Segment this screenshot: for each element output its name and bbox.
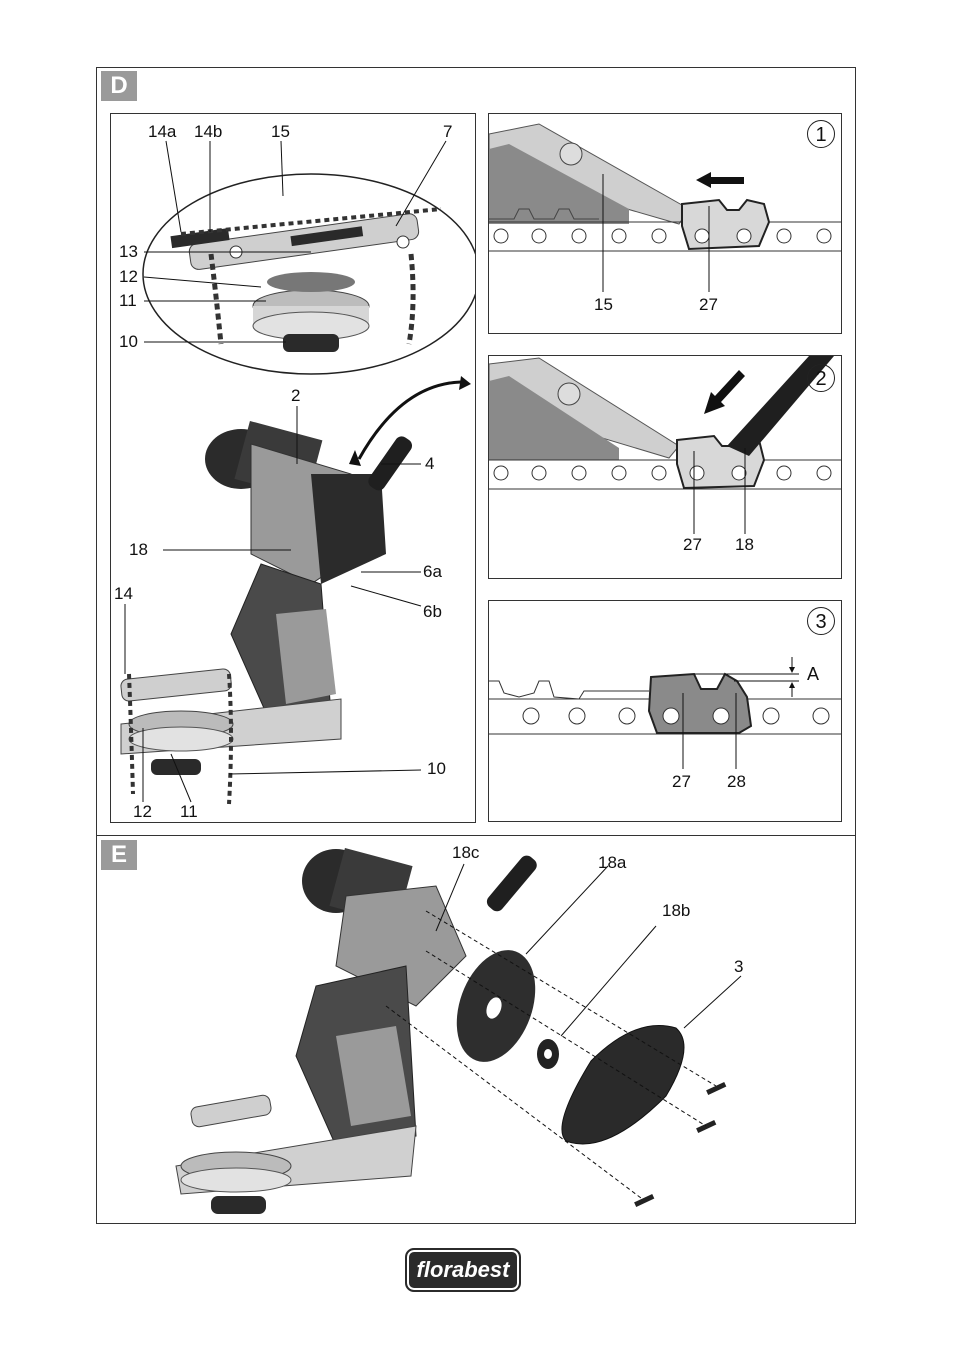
label-18: 18 [129, 540, 148, 559]
label-27: 27 [672, 772, 691, 791]
panel-step-2: 2 27 18 [488, 355, 842, 579]
label-12: 12 [119, 267, 138, 286]
step-3-drawing [489, 657, 841, 769]
label-14: 14 [114, 584, 133, 603]
figure-frame [96, 67, 856, 1224]
label-6a: 6a [423, 562, 442, 581]
step-2-number: 2 [807, 364, 835, 392]
label-10-lower: 10 [427, 759, 446, 778]
label-3: 3 [734, 957, 744, 976]
label-15: 15 [594, 295, 613, 314]
label-4: 4 [425, 454, 435, 473]
section-divider [96, 835, 856, 836]
label-13: 13 [119, 242, 138, 261]
section-d-badge: D [101, 71, 137, 101]
sharpener-illustration [120, 140, 475, 805]
label-6b: 6b [423, 602, 442, 621]
step-3-number: 3 [807, 607, 835, 635]
panel-step-1: 1 15 27 [488, 113, 842, 334]
label-2: 2 [291, 386, 301, 405]
section-e-badge: E [101, 840, 137, 870]
label-14a: 14a [148, 122, 177, 141]
label-10: 10 [119, 332, 138, 351]
label-11-lower: 11 [180, 802, 198, 821]
label-18c: 18c [452, 843, 480, 862]
label-11: 11 [119, 291, 137, 310]
label-27: 27 [699, 295, 718, 314]
panel-main-illustration: 14a 14b 15 7 13 12 11 10 2 4 18 6a 6b 14… [110, 113, 476, 823]
label-27: 27 [683, 535, 702, 554]
label-15: 15 [271, 122, 290, 141]
label-18a: 18a [598, 853, 627, 872]
label-28: 28 [727, 772, 746, 791]
label-14b: 14b [194, 122, 223, 141]
section-e-illustration: 18c 18a 18b 3 [96, 836, 856, 1224]
step-1-drawing [489, 123, 841, 292]
florabest-logo: florabest [405, 1248, 521, 1292]
label-7: 7 [443, 122, 453, 141]
exploded-view-drawing [175, 847, 742, 1214]
label-a: A [807, 664, 820, 684]
panel-step-3: 3 A 27 28 [488, 600, 842, 822]
step-2-drawing [489, 356, 841, 534]
step-1-number: 1 [807, 120, 835, 148]
label-12-lower: 12 [133, 802, 152, 821]
label-18b: 18b [662, 901, 691, 920]
label-18: 18 [735, 535, 754, 554]
